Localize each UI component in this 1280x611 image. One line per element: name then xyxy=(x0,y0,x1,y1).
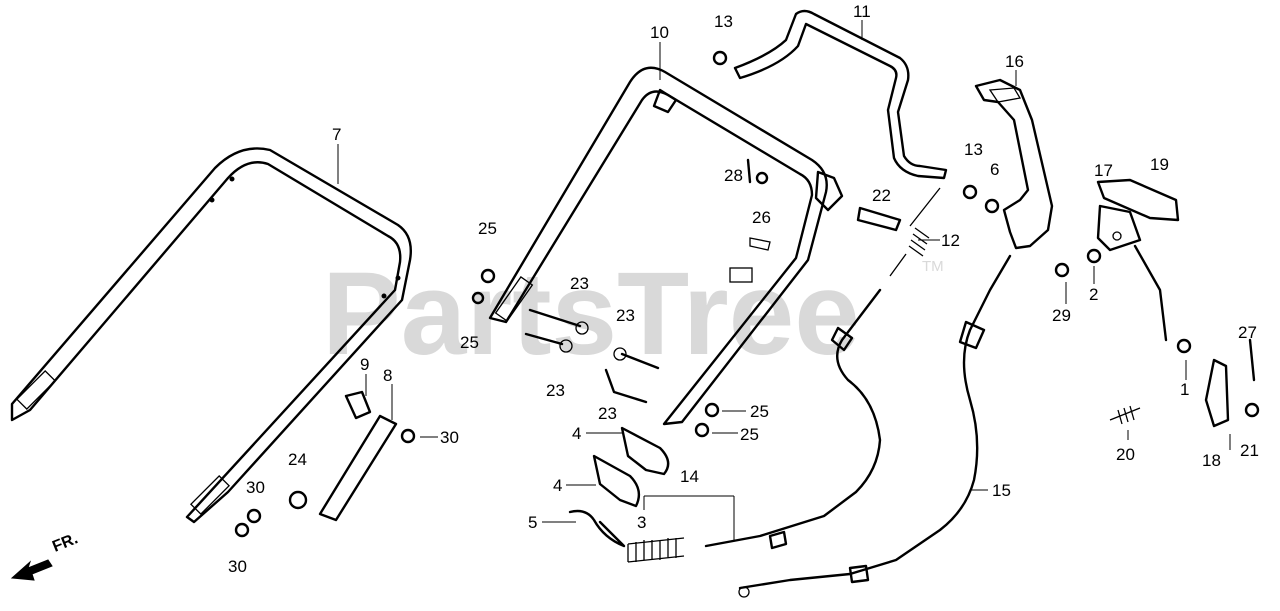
callout-12: 12 xyxy=(941,231,960,250)
bolts xyxy=(524,308,660,404)
callout-29: 29 xyxy=(1052,306,1071,325)
callout-17: 17 xyxy=(1094,161,1113,180)
callout-14: 14 xyxy=(680,467,699,486)
pin xyxy=(856,206,902,232)
cable-right xyxy=(738,254,1012,590)
callout-7: 7 xyxy=(332,125,341,144)
callout-23d: 23 xyxy=(598,404,617,423)
callout-labels: 1 2 3 4 4 5 6 7 8 9 10 11 12 13 13 14 15… xyxy=(228,2,1259,576)
callout-30c: 30 xyxy=(228,557,247,576)
cable-left xyxy=(704,288,882,548)
link xyxy=(318,414,398,522)
callout-21: 21 xyxy=(1240,441,1259,460)
clip-wire xyxy=(568,509,626,548)
spring xyxy=(889,187,941,277)
leader-lines xyxy=(337,20,1231,540)
callout-13b: 13 xyxy=(964,140,983,159)
callout-10: 10 xyxy=(650,23,669,42)
callout-25c: 25 xyxy=(750,402,769,421)
callout-11: 11 xyxy=(853,2,871,21)
watermark-text: PartsTree xyxy=(322,248,860,380)
callout-16: 16 xyxy=(1005,52,1024,71)
callout-13a: 13 xyxy=(714,12,733,31)
callout-6: 6 xyxy=(990,160,999,179)
callout-20: 20 xyxy=(1116,445,1135,464)
callout-9: 9 xyxy=(360,355,369,374)
callout-19: 19 xyxy=(1150,155,1169,174)
callout-26: 26 xyxy=(752,208,771,227)
clamp xyxy=(344,390,372,420)
callout-23c: 23 xyxy=(546,381,565,400)
callout-23a: 23 xyxy=(570,274,589,293)
front-arrow-icon xyxy=(10,559,53,581)
callout-2: 2 xyxy=(1089,285,1098,304)
callout-4a: 4 xyxy=(572,424,581,443)
callout-25d: 25 xyxy=(740,425,759,444)
callout-18: 18 xyxy=(1202,451,1221,470)
callout-1: 1 xyxy=(1180,380,1189,399)
callout-28: 28 xyxy=(724,166,743,185)
callout-15: 15 xyxy=(992,481,1011,500)
callout-24: 24 xyxy=(288,450,307,469)
small-parts xyxy=(234,50,1260,538)
callout-5: 5 xyxy=(528,513,537,532)
control-bar xyxy=(733,9,948,180)
front-direction-indicator: FR. xyxy=(10,530,80,581)
callout-3: 3 xyxy=(637,513,646,532)
cable-spring xyxy=(627,537,685,563)
callout-25b: 25 xyxy=(460,333,479,352)
callout-27: 27 xyxy=(1238,323,1257,342)
callout-30b: 30 xyxy=(246,478,265,497)
callout-25a: 25 xyxy=(478,219,497,238)
watermark-trademark: TM xyxy=(922,258,944,275)
callout-23b: 23 xyxy=(616,306,635,325)
callout-8: 8 xyxy=(383,366,392,385)
control-lever xyxy=(974,78,1054,250)
front-label: FR. xyxy=(50,530,80,555)
control-plate xyxy=(1096,204,1168,342)
plate xyxy=(1096,178,1180,222)
callout-22: 22 xyxy=(872,186,891,205)
clip-lower xyxy=(592,454,641,508)
callout-4b: 4 xyxy=(553,476,562,495)
callout-30a: 30 xyxy=(440,428,459,447)
lower-handle xyxy=(10,147,412,524)
clip-upper xyxy=(620,426,670,476)
upper-handle xyxy=(488,66,844,426)
